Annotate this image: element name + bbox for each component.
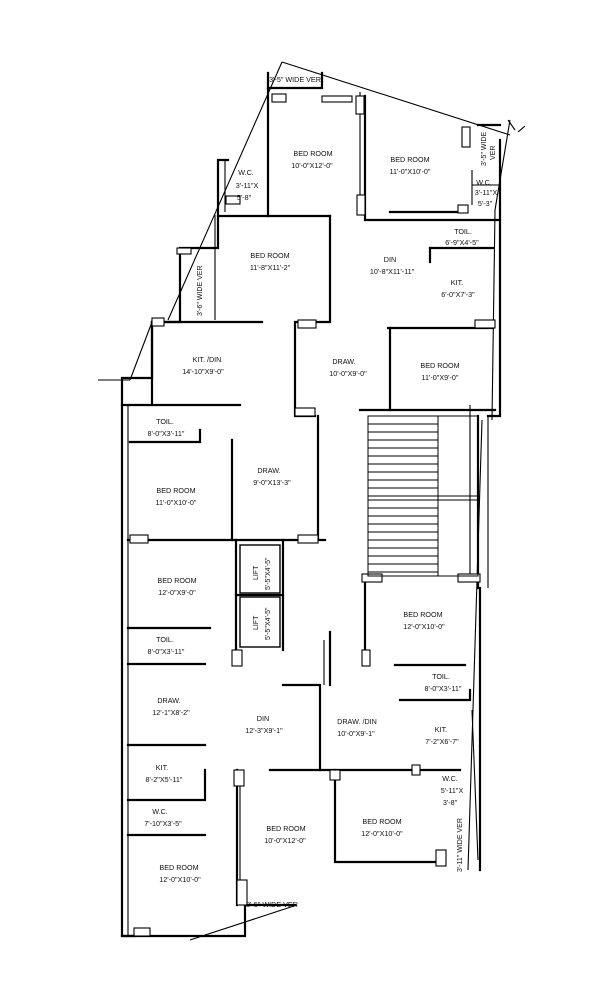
interior-walls xyxy=(126,210,497,907)
lift-1-name: LIFT xyxy=(253,565,260,580)
staircase xyxy=(367,415,479,577)
din-upper-name: DIN xyxy=(384,255,396,264)
toilet-upper-right-name: TOIL. xyxy=(454,227,472,236)
bedroom-bottom-center-name: BED ROOM xyxy=(266,824,305,833)
right-verandah-bottom-label: 3'-11" WIDE VER xyxy=(457,818,464,872)
bottom-verandah-label: 3'-5" WIDE VER xyxy=(246,900,298,909)
kit-left-lower-name: KIT. xyxy=(156,763,168,772)
toilet-right-lower-name: TOIL. xyxy=(432,672,450,681)
lift-1-size: 5'-5"X4'-5" xyxy=(265,557,272,590)
kit-left-lower-size: 8'-2"X5'-11" xyxy=(146,775,183,784)
draw-left-center-size: 9'-0"X13'-3" xyxy=(253,478,291,487)
wc-left-lower-size: 7'-10"X3'-5" xyxy=(144,819,182,828)
bedroom-upper-left-name: BED ROOM xyxy=(250,251,289,260)
right-verandah-top-label-a: 3'-5" WIDE xyxy=(481,132,488,166)
wc-top-right-h: 5'-3" xyxy=(478,199,493,208)
kit-din-left-size: 14'-10"X9'-0" xyxy=(182,367,224,376)
bedroom-left-lower-size: 12'-0"X9'-0" xyxy=(158,588,196,597)
toilet-right-lower-size: 8'-0"X3'-11" xyxy=(425,684,462,693)
toilet-left-2-size: 8'-0"X3'-11" xyxy=(148,647,185,656)
draw-din-lower-name: DRAW. /DIN xyxy=(337,717,377,726)
bedroom-top-center-size: 10'-0"X12'-0" xyxy=(291,161,333,170)
columns xyxy=(129,93,496,937)
bedroom-bottom-center-size: 10'-0"X12'-0" xyxy=(264,836,306,845)
bedroom-upper-left-size: 11'-8"X11'-2" xyxy=(250,263,291,272)
kit-din-left-name: KIT. /DIN xyxy=(193,355,222,364)
din-upper-size: 10'-8"X11'-11" xyxy=(370,267,415,276)
wc-top-left-w: 3'-11"X xyxy=(236,181,259,190)
bedroom-top-center-name: BED ROOM xyxy=(293,149,332,158)
draw-left-lower-size: 12'-1"X8'-2" xyxy=(152,708,190,717)
bedroom-top-right-size: 11'-0"X10'-0" xyxy=(390,167,431,176)
top-verandah-label: 3'-5" WIDE VER xyxy=(269,75,321,84)
lift-2-name: LIFT xyxy=(253,615,260,630)
kit-upper-right-size: 6'-0"X7'-3" xyxy=(441,290,475,299)
draw-left-center-name: DRAW. xyxy=(257,466,280,475)
toilet-left-1-name: TOIL. xyxy=(156,417,174,426)
draw-left-lower-name: DRAW. xyxy=(157,696,180,705)
wc-top-left-name: W.C. xyxy=(238,168,254,177)
bedroom-bottom-right-name: BED ROOM xyxy=(362,817,401,826)
lift-shafts xyxy=(239,544,281,648)
bedroom-right-lower-size: 12'-0"X10'-0" xyxy=(403,622,445,631)
bedroom-left-mid-size: 11'-0"X10'-0" xyxy=(156,498,197,507)
kit-upper-right-name: KIT. xyxy=(451,278,463,287)
wc-right-lower-h: 3'-8" xyxy=(443,798,458,807)
lift-2-size: 5'-5"X4'-5" xyxy=(265,607,272,640)
toilet-left-2-name: TOIL. xyxy=(156,635,174,644)
wc-right-lower-w: 5'-11"X xyxy=(441,786,464,795)
bedroom-mid-right-size: 11'-0"X9'-0" xyxy=(422,373,459,382)
toilet-upper-right-size: 6'-9"X4'-5" xyxy=(445,238,479,247)
bedroom-bottom-left-name: BED ROOM xyxy=(159,863,198,872)
toilet-left-1-size: 8'-0"X3'-11" xyxy=(148,429,185,438)
kit-right-lower-name: KIT. xyxy=(435,725,447,734)
bedroom-bottom-left-size: 12'-0"X10'-0" xyxy=(159,875,201,884)
din-lower-size: 12'-3"X9'-1" xyxy=(245,726,283,735)
left-verandah-label: 3'-6" WIDE VER xyxy=(197,266,204,317)
draw-upper-center-name: DRAW. xyxy=(332,357,355,366)
bedroom-right-lower-name: BED ROOM xyxy=(403,610,442,619)
wc-top-left-h: 5'-8" xyxy=(237,193,252,202)
wc-right-lower-name: W.C. xyxy=(442,774,458,783)
wc-top-right-name: W.C. xyxy=(476,178,492,187)
kit-right-lower-size: 7'-2"X6'-7" xyxy=(425,737,459,746)
bedroom-mid-right-name: BED ROOM xyxy=(420,361,459,370)
plan-details xyxy=(98,61,526,941)
bedroom-left-lower-name: BED ROOM xyxy=(157,576,196,585)
draw-din-lower-size: 10'-0"X9'-1" xyxy=(337,729,375,738)
draw-upper-center-size: 10'-0"X9'-0" xyxy=(329,369,367,378)
bedroom-top-right-name: BED ROOM xyxy=(390,155,429,164)
bedroom-left-mid-name: BED ROOM xyxy=(156,486,195,495)
wc-top-right-w: 3'-11"X xyxy=(475,188,498,197)
din-lower-name: DIN xyxy=(257,714,269,723)
right-verandah-top-label-b: VER xyxy=(490,146,497,160)
bedroom-bottom-right-size: 12'-0"X10'-0" xyxy=(361,829,403,838)
wc-left-lower-name: W.C. xyxy=(152,807,168,816)
room-labels: 3'-5" WIDE VER BED ROOM 10'-0"X12'-0" BE… xyxy=(144,75,497,909)
